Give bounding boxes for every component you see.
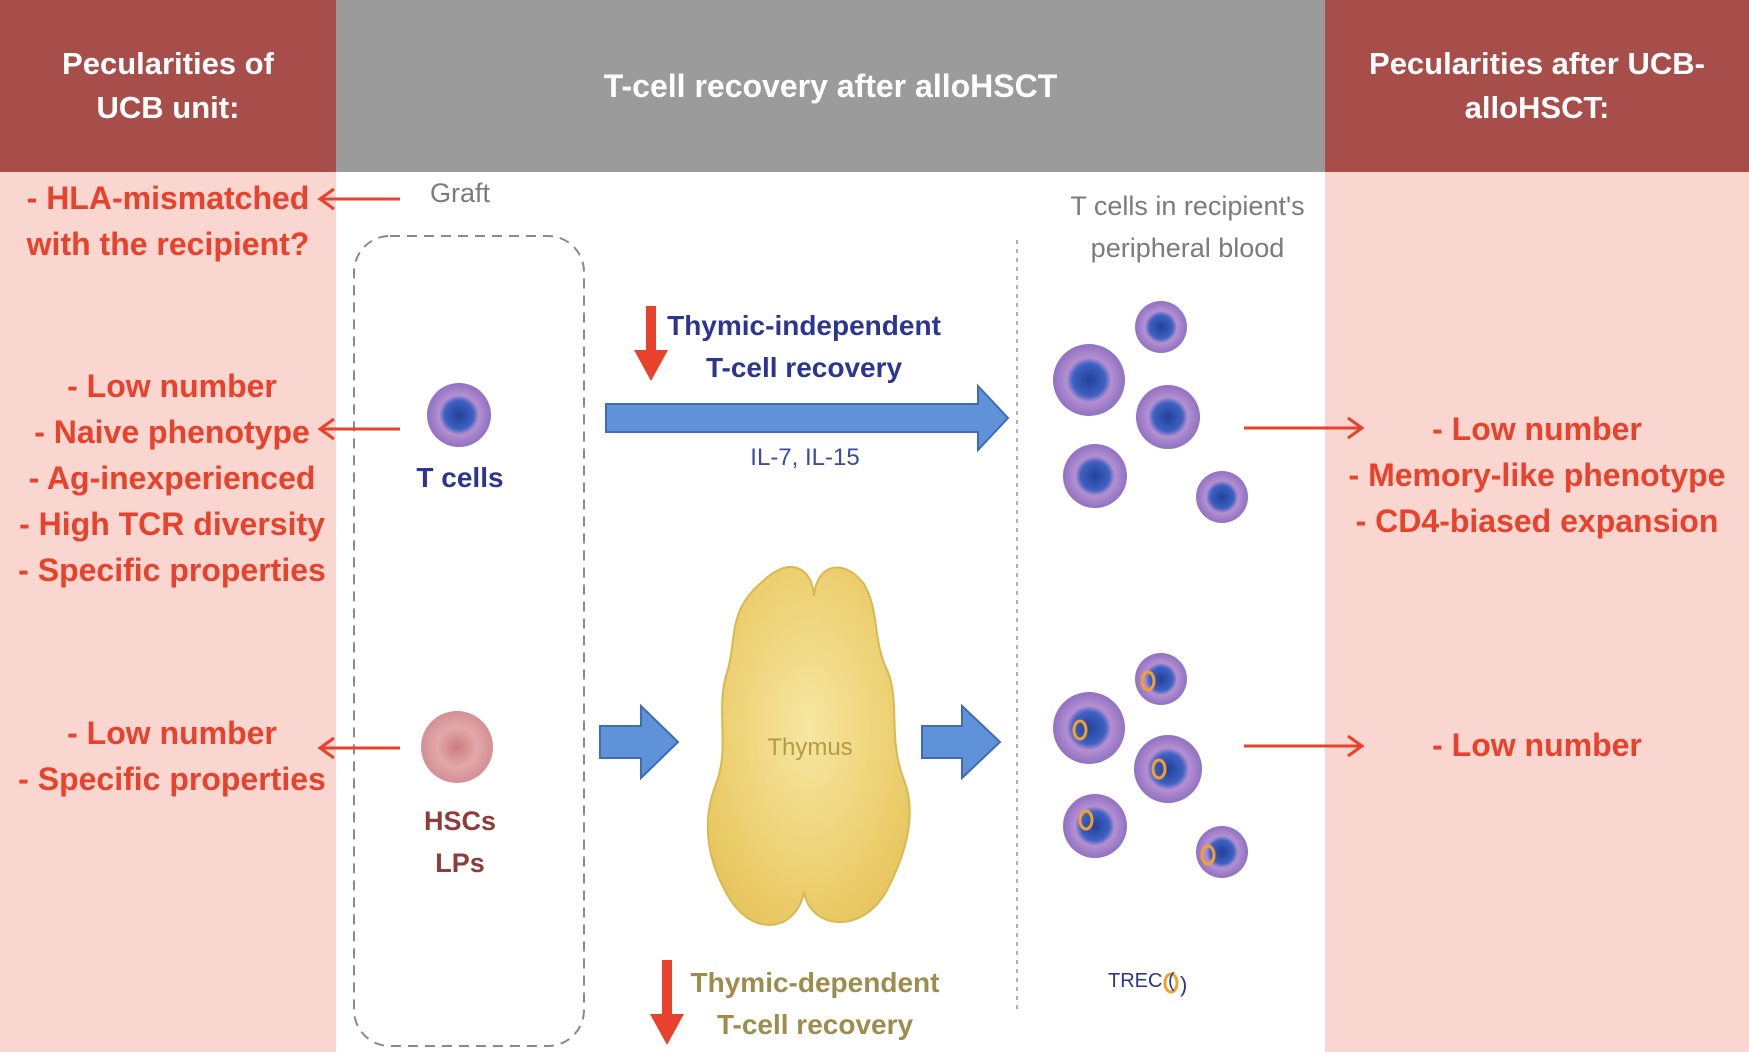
recipient-tcells-top: [1053, 301, 1248, 523]
tcell-property-line: - Specific properties: [18, 552, 326, 588]
t-cell-icon: [1063, 444, 1127, 508]
graft-properties: - HLA-mismatched with the recipient?: [0, 175, 336, 267]
graft-property-line: with the recipient?: [26, 226, 310, 262]
header-right-line-1: Pecularities after UCB-: [1369, 46, 1705, 81]
hsc-property-line: - Low number: [67, 715, 277, 751]
t-cell-icon: [1136, 385, 1200, 449]
trec-ring-icon: [1072, 719, 1088, 741]
thymic-independent-arrow: [605, 383, 1010, 453]
t-cell-icon: [427, 383, 491, 447]
left-pointer-arrows: [317, 187, 400, 760]
t-cell-icon: [1063, 794, 1127, 858]
trec-legend-label: TREC (: [1108, 970, 1175, 992]
t-cell-icon: [1135, 653, 1187, 705]
trec-ring-icon: [1163, 972, 1179, 994]
tcell-properties: - Low number - Naive phenotype - Ag-inex…: [0, 363, 344, 593]
header-right-line-2: alloHSCT:: [1464, 90, 1610, 125]
recipient-tcells-bottom: [1053, 653, 1248, 878]
graft-property-line: - HLA-mismatched: [26, 180, 310, 216]
header-right: Pecularities after UCB- alloHSCT:: [1325, 0, 1749, 172]
post-transplant-tcell-properties: - Low number - Memory-like phenotype - C…: [1325, 406, 1749, 544]
post-transplant-thymic-properties: - Low number: [1325, 722, 1749, 768]
tcell-property-line: - Ag-inexperienced: [28, 460, 316, 496]
cytokines-label: IL-7, IL-15: [750, 444, 860, 471]
tcells-label: T cells: [416, 462, 504, 493]
tcell-property-line: - High TCR diversity: [19, 506, 325, 542]
t-cell-icon: [1196, 471, 1248, 523]
post-tcell-property-line: - CD4-biased expansion: [1355, 503, 1719, 539]
recipient-blood-label: T cells in recipient's peripheral blood: [1040, 185, 1335, 269]
recipient-blood-line: peripheral blood: [1090, 233, 1285, 263]
right-pointer-arrows: [1244, 416, 1365, 758]
graft-label: Graft: [429, 178, 490, 208]
header-left-line-1: Pecularities of: [62, 46, 274, 81]
header-left-line-2: UCB unit:: [96, 90, 240, 125]
post-tcell-property-line: - Low number: [1432, 411, 1642, 447]
trec-ring-icon: [1151, 758, 1167, 780]
graft-box: [353, 235, 585, 1047]
thymic-independent-line: Thymic-independent: [667, 310, 941, 341]
recipient-blood-line: T cells in recipient's: [1070, 191, 1305, 221]
t-cell-icon: [1135, 301, 1187, 353]
t-cell-icon: [1134, 735, 1202, 803]
graft-to-thymus-arrow: [599, 703, 680, 781]
thymic-dependent-label: Thymic-dependent T-cell recovery: [670, 962, 960, 1046]
post-tcell-property-line: - Memory-like phenotype: [1348, 457, 1726, 493]
thymus-icon: [706, 566, 911, 926]
thymic-dependent-down-arrow: [650, 960, 684, 1045]
tcell-property-line: - Naive phenotype: [34, 414, 310, 450]
hsc-label: HSCs LPs: [400, 800, 520, 884]
left-panel: [0, 172, 336, 1052]
thymic-dependent-line: Thymic-dependent: [690, 967, 940, 998]
trec-ring-icon: [1078, 809, 1094, 831]
hsc-label-line: HSCs: [423, 806, 497, 836]
thymic-independent-line: T-cell recovery: [705, 352, 903, 383]
header-center-title: T-cell recovery after alloHSCT: [603, 67, 1058, 104]
hsc-property-line: - Specific properties: [18, 761, 326, 797]
right-panel: [1325, 172, 1749, 1052]
thymic-dependent-line: T-cell recovery: [716, 1009, 914, 1040]
thymus-to-blood-arrow: [921, 703, 1002, 781]
hsc-properties: - Low number - Specific properties: [0, 710, 344, 802]
trec-close-paren: ): [1180, 972, 1187, 997]
post-thymic-property-line: - Low number: [1432, 727, 1642, 763]
hsc-label-line: LPs: [435, 848, 485, 878]
thymus-label: Thymus: [767, 734, 853, 761]
hsc-cell-icon: [421, 711, 493, 783]
trec-ring-icon: [1140, 670, 1156, 692]
thymic-independent-label: Thymic-independent T-cell recovery: [660, 305, 948, 389]
header-left: Pecularities of UCB unit:: [0, 0, 336, 172]
trec-ring-icon: [1200, 844, 1216, 866]
t-cell-icon: [1053, 344, 1125, 416]
t-cell-icon: [1053, 692, 1125, 764]
header-center: T-cell recovery after alloHSCT: [336, 0, 1325, 172]
tcell-property-line: - Low number: [67, 368, 277, 404]
thymic-independent-down-arrow: [634, 306, 668, 381]
